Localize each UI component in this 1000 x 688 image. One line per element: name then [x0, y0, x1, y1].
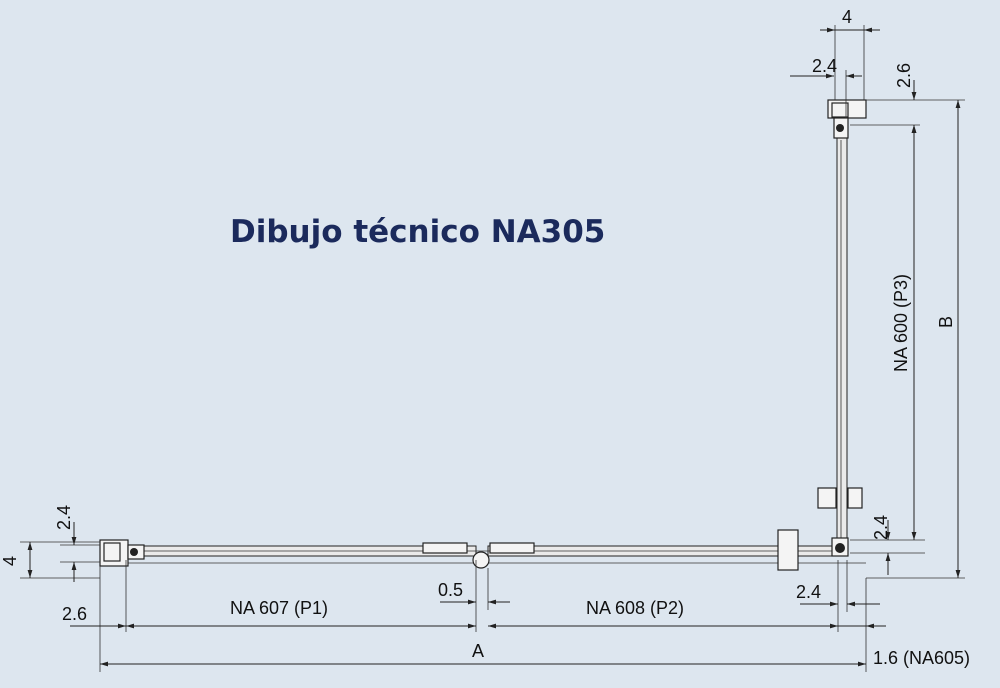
dim-na605: 1.6 (NA605)	[873, 648, 970, 668]
center-hinge	[472, 551, 490, 569]
dim-p3: NA 600 (P3)	[891, 274, 911, 372]
right-dimensions: NA 600 (P3) B 2.4	[850, 100, 965, 579]
center-connector-right	[489, 542, 535, 554]
dim-left-gap: 2.4	[54, 505, 74, 530]
vertical-panel	[817, 99, 867, 539]
dim-bottom-right-gap: 2.4	[796, 582, 821, 602]
top-dimensions: 4 2.4 2.6	[790, 7, 965, 145]
dim-top-offset: 2.4	[812, 56, 837, 76]
dim-top-width: 4	[842, 7, 852, 27]
dim-b: B	[936, 316, 956, 328]
center-connector-left	[422, 542, 468, 554]
dim-right-gap: 2.4	[871, 515, 891, 540]
vertical-bracket-left	[817, 487, 837, 509]
dim-left-offset: 2.6	[62, 604, 87, 624]
dim-top-right: 2.6	[894, 63, 914, 88]
corner-bracket	[777, 529, 799, 571]
dim-a: A	[472, 641, 484, 661]
left-dimensions: 4 2.4	[0, 505, 100, 582]
dim-center-gap: 0.5	[438, 580, 463, 600]
dim-left-height: 4	[0, 556, 20, 566]
dim-p2: NA 608 (P2)	[586, 598, 684, 618]
horizontal-panels	[99, 529, 866, 571]
vertical-bracket-right	[847, 487, 863, 509]
bottom-dimensions: 2.6 NA 607 (P1) 0.5 NA 608 (P2) 2.4 A 1.…	[62, 560, 970, 672]
drawing-title: Dibujo técnico NA305	[230, 214, 605, 250]
dim-p1: NA 607 (P1)	[230, 598, 328, 618]
vertical-glass-panel	[836, 137, 848, 539]
